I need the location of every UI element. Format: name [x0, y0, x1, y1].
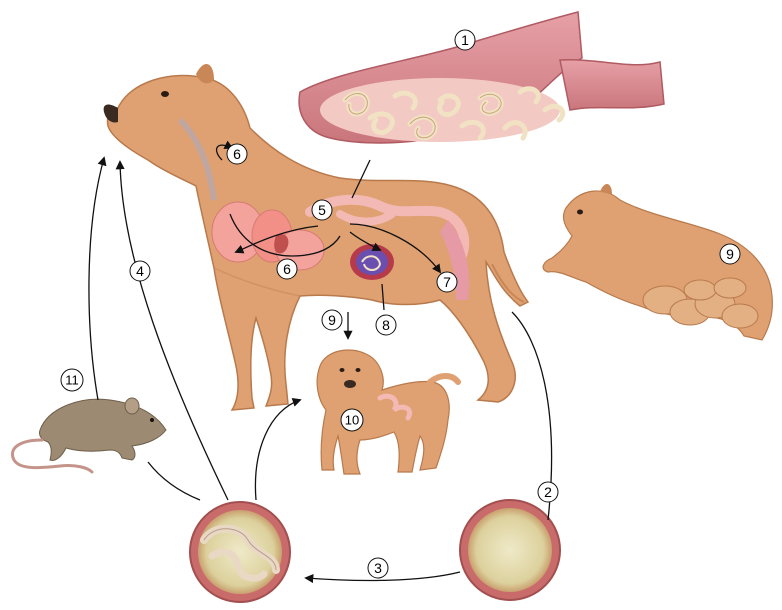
- step-9-main: 9: [322, 310, 342, 330]
- step-1: 1: [455, 30, 475, 50]
- puppy: [317, 350, 458, 474]
- svg-text:5: 5: [318, 202, 326, 218]
- svg-text:7: 7: [443, 274, 451, 290]
- step-8: 8: [376, 315, 396, 335]
- svg-text:9: 9: [328, 312, 336, 328]
- svg-text:9: 9: [726, 246, 734, 262]
- step-3: 3: [368, 558, 388, 578]
- step-9-nursing: 9: [720, 244, 740, 264]
- mouse: [12, 398, 166, 472]
- svg-text:11: 11: [65, 373, 79, 388]
- step-7: 7: [437, 272, 457, 292]
- larvated-egg: [190, 502, 290, 602]
- arrow-egg-to-puppy: [255, 400, 300, 500]
- step-6-lower: 6: [277, 259, 297, 279]
- step-11: 11: [61, 369, 83, 391]
- svg-text:8: 8: [382, 317, 390, 333]
- svg-text:10: 10: [345, 413, 359, 428]
- svg-text:3: 3: [374, 560, 382, 576]
- intestine-section: [299, 12, 664, 143]
- svg-text:4: 4: [136, 263, 144, 279]
- svg-text:2: 2: [544, 484, 552, 500]
- unembryonated-egg: [460, 500, 560, 600]
- svg-text:6: 6: [233, 146, 241, 162]
- step-6-upper: 6: [227, 144, 247, 164]
- step-4: 4: [130, 261, 150, 281]
- step-2: 2: [538, 482, 558, 502]
- nursing-dog: [543, 184, 772, 340]
- svg-text:6: 6: [283, 261, 291, 277]
- step-5: 5: [312, 200, 332, 220]
- arrow-11: [89, 158, 104, 400]
- arrow-egg-to-mouse: [148, 462, 200, 500]
- svg-text:1: 1: [461, 32, 469, 48]
- step-10: 10: [341, 409, 363, 431]
